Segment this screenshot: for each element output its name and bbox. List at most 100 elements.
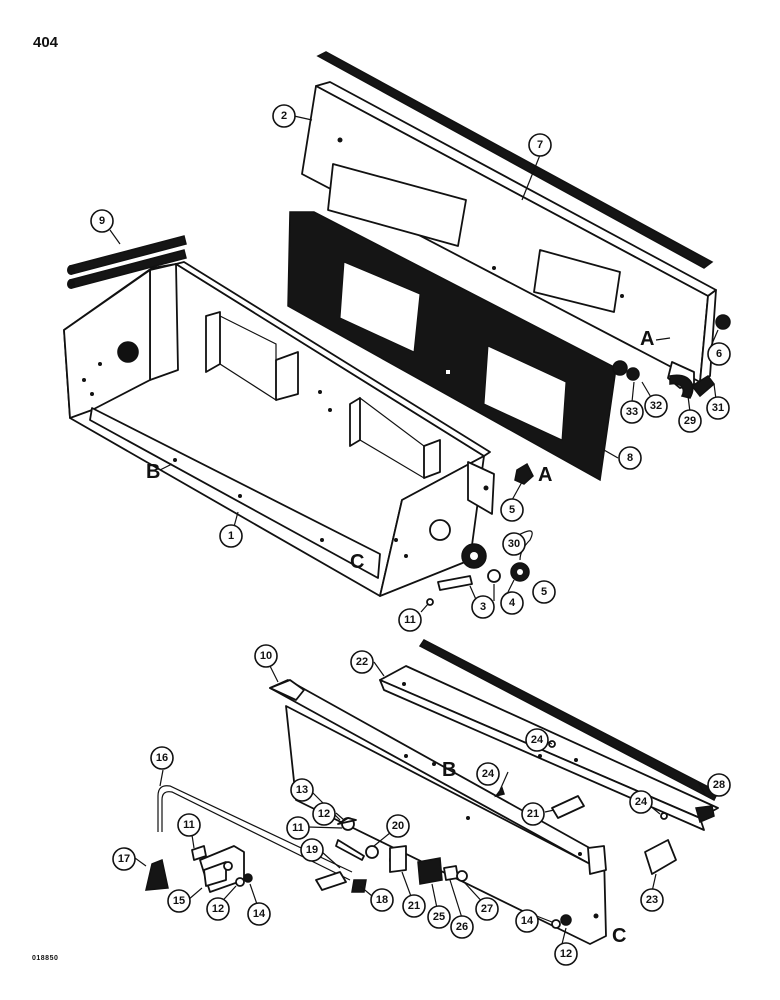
svg-text:9: 9 — [99, 215, 105, 227]
callout-11-mid: 11 — [286, 816, 310, 840]
svg-text:23: 23 — [646, 894, 658, 906]
svg-text:25: 25 — [433, 911, 445, 923]
callout-32: 32 — [644, 394, 668, 418]
callout-15: 15 — [167, 889, 191, 913]
ref-letter-b-box: B — [146, 461, 160, 483]
callout-14-right: 14 — [515, 909, 539, 933]
callout-5-lower: 5 — [532, 580, 556, 604]
svg-text:22: 22 — [356, 656, 368, 668]
page-number: 404 — [33, 34, 59, 51]
seal-strip-top — [316, 51, 714, 269]
svg-text:14: 14 — [253, 908, 266, 920]
ref-letter-c-box: C — [350, 551, 364, 573]
svg-text:12: 12 — [560, 948, 572, 960]
svg-text:14: 14 — [521, 915, 534, 927]
svg-text:6: 6 — [716, 348, 722, 360]
callout-6: 6 — [707, 342, 731, 366]
callout-25: 25 — [427, 905, 451, 929]
svg-text:12: 12 — [212, 903, 224, 915]
upper-panel — [301, 81, 717, 389]
callout-23: 23 — [640, 888, 664, 912]
ref-letter-c-bracket: C — [612, 925, 626, 947]
callout-21-left: 21 — [402, 894, 426, 918]
main-box — [63, 261, 495, 597]
callout-30: 30 — [502, 532, 526, 556]
svg-text:24: 24 — [635, 796, 648, 808]
callout-12-mid: 12 — [206, 897, 230, 921]
svg-text:28: 28 — [713, 779, 725, 791]
bracket-plate — [269, 679, 607, 945]
svg-text:24: 24 — [482, 768, 495, 780]
callout-2: 2 — [272, 104, 296, 128]
svg-text:11: 11 — [404, 614, 416, 626]
hardware-bottom — [191, 740, 677, 929]
tube-seal — [67, 235, 187, 289]
callout-11-top: 11 — [398, 608, 422, 632]
figure-code: 018850 — [32, 955, 59, 962]
svg-text:20: 20 — [392, 820, 404, 832]
callout-22: 22 — [350, 650, 374, 674]
ref-letter-a-lower: A — [538, 464, 552, 486]
control-rod — [145, 785, 353, 891]
svg-text:30: 30 — [508, 538, 520, 550]
callout-10: 10 — [254, 644, 278, 668]
callout-16: 16 — [150, 746, 174, 770]
svg-text:29: 29 — [684, 415, 696, 427]
svg-text:7: 7 — [537, 139, 543, 151]
callout-14-left: 14 — [247, 902, 271, 926]
svg-text:19: 19 — [306, 844, 318, 856]
svg-text:21: 21 — [527, 808, 539, 820]
svg-text:5: 5 — [541, 586, 547, 598]
callout-9: 9 — [90, 209, 114, 233]
svg-text:11: 11 — [292, 822, 304, 834]
callout-8: 8 — [618, 446, 642, 470]
callout-5-upper: 5 — [500, 498, 524, 522]
ref-letter-b-bracket: B — [442, 759, 456, 781]
callout-17: 17 — [112, 847, 136, 871]
svg-text:32: 32 — [650, 400, 662, 412]
svg-text:24: 24 — [531, 734, 544, 746]
callout-29: 29 — [678, 409, 702, 433]
svg-text:13: 13 — [296, 784, 308, 796]
callout-11-left: 11 — [177, 813, 201, 837]
svg-text:2: 2 — [281, 110, 287, 122]
hardware-top — [426, 314, 731, 606]
callout-19: 19 — [300, 838, 324, 862]
callout-24-a: 24 — [525, 728, 549, 752]
callout-24-c: 24 — [629, 790, 653, 814]
callout-33: 33 — [620, 400, 644, 424]
svg-text:3: 3 — [480, 601, 486, 613]
svg-text:18: 18 — [376, 894, 388, 906]
callout-3: 3 — [471, 595, 495, 619]
svg-text:26: 26 — [456, 921, 468, 933]
callout-27: 27 — [475, 897, 499, 921]
svg-text:1: 1 — [228, 530, 234, 542]
svg-text:11: 11 — [183, 819, 195, 831]
svg-text:33: 33 — [626, 406, 638, 418]
svg-text:15: 15 — [173, 895, 185, 907]
svg-text:10: 10 — [260, 650, 272, 662]
svg-text:31: 31 — [712, 402, 724, 414]
callout-7: 7 — [528, 133, 552, 157]
ref-letter-a-upper: A — [640, 328, 654, 350]
svg-text:21: 21 — [408, 900, 420, 912]
callout-21-right: 21 — [521, 802, 545, 826]
svg-text:12: 12 — [318, 808, 330, 820]
svg-text:5: 5 — [509, 504, 515, 516]
mounting-plate — [199, 845, 245, 893]
window-frame — [287, 211, 617, 482]
callout-12-bottom: 12 — [554, 942, 578, 966]
svg-text:16: 16 — [156, 752, 168, 764]
callout-24-b: 24 — [476, 762, 500, 786]
svg-text:27: 27 — [481, 903, 493, 915]
callout-18: 18 — [370, 888, 394, 912]
svg-text:8: 8 — [627, 452, 633, 464]
callout-26: 26 — [450, 915, 474, 939]
svg-text:17: 17 — [118, 853, 130, 865]
callout-1: 1 — [219, 524, 243, 548]
callout-20: 20 — [386, 814, 410, 838]
callout-13: 13 — [290, 778, 314, 802]
callout-28: 28 — [707, 773, 731, 797]
